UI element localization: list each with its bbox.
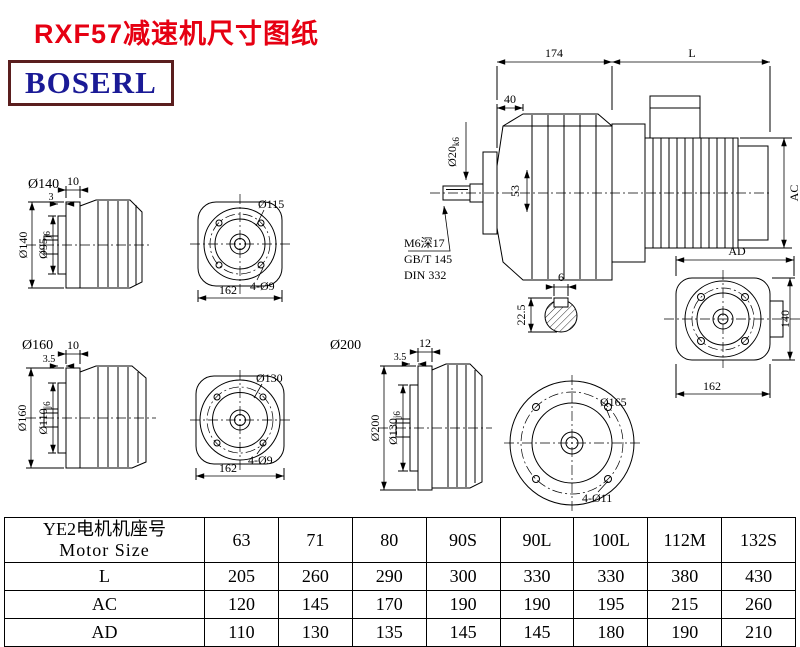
spigot-dia-label: Ø110j6 [36, 401, 52, 435]
fan-cover [737, 145, 769, 241]
flange-200-title: Ø200 [330, 338, 361, 353]
main-assembly-view: 174 L 40 Ø20k6 53 [404, 46, 800, 398]
size-col: 100L [573, 517, 649, 563]
cell: 145 [425, 618, 501, 647]
size-col: 63 [204, 517, 279, 563]
width-162-label: 162 [219, 283, 237, 297]
cell: 210 [721, 618, 796, 647]
cell: 190 [499, 590, 575, 619]
size-col: 71 [277, 517, 353, 563]
cell: 130 [277, 618, 353, 647]
shaft-dia-label: Ø20k6 [445, 137, 461, 167]
tap-spec-label: M6深17 [404, 236, 445, 250]
table-row-AD: AD 110 130 135 145 145 180 190 210 [4, 618, 796, 647]
cell: 195 [573, 590, 649, 619]
flange-od-label: Ø160 [15, 405, 29, 432]
cell: 330 [499, 562, 575, 591]
cell: 145 [499, 618, 575, 647]
cell: 260 [277, 562, 353, 591]
motor-size-cn: YE2电机机座号 [43, 519, 166, 539]
dim-40-label: 40 [504, 92, 516, 106]
dim-3_5-label: 3.5 [394, 352, 407, 363]
dim-AD-label: AD [728, 244, 746, 258]
flange-140-title: Ø140 [28, 177, 59, 192]
row-label: L [4, 562, 205, 591]
flange-od-label: Ø140 [16, 232, 30, 259]
dim-12-label: 12 [419, 336, 431, 350]
table-row-L: L 205 260 290 300 330 330 380 430 [4, 562, 796, 591]
cell: 215 [647, 590, 723, 619]
brand-logo: BOSERL [8, 60, 174, 106]
dim-10-label: 10 [67, 174, 79, 188]
flange-200-group: Ø200 Ø200 Ø130j6 12 3.5 [330, 336, 640, 511]
flange-140-group: Ø140 Ø140 Ø95j6 10 3 [16, 174, 290, 302]
cell: 170 [351, 590, 427, 619]
motor-size-table: YE2电机机座号 Motor Size 63 71 80 90S 90L 100… [4, 517, 796, 647]
dim-10-label: 10 [67, 338, 79, 352]
dim-53-label: 53 [508, 185, 522, 197]
cell: 380 [647, 562, 723, 591]
key-section-detail: 6 22.5 [514, 270, 578, 333]
size-col: 90S [425, 517, 501, 563]
size-col: 80 [351, 517, 427, 563]
page-title: RXF57减速机尺寸图纸 [34, 19, 320, 49]
cell: 300 [425, 562, 501, 591]
size-col: 90L [499, 517, 575, 563]
cell: 145 [277, 590, 353, 619]
terminal-box [649, 95, 701, 139]
cell: 180 [573, 618, 649, 647]
output-flange-view: AD 140 162 [664, 244, 800, 398]
motor-size-en: Motor Size [59, 540, 150, 560]
cell: 190 [647, 618, 723, 647]
flange-side-stub [769, 300, 784, 338]
din-standard-label: DIN 332 [404, 268, 446, 282]
row-label: AC [4, 590, 205, 619]
dim-AC-label: AC [787, 185, 800, 202]
cell: 330 [573, 562, 649, 591]
bolt-circle-label: Ø130 [256, 371, 283, 385]
flange-width-label: 162 [703, 379, 721, 393]
spigot-dia-label: Ø130j6 [386, 411, 402, 445]
size-col: 132S [721, 517, 796, 563]
holes-label: 4-Ø11 [582, 491, 612, 505]
cell: 290 [351, 562, 427, 591]
width-162-label: 162 [219, 461, 237, 475]
holes-label: 4-Ø9 [248, 453, 273, 467]
cell: 205 [204, 562, 279, 591]
key-height-label: 22.5 [514, 305, 528, 326]
dim-L-label: L [688, 46, 695, 60]
cell: 110 [204, 618, 279, 647]
dim-3_5-label: 3.5 [43, 354, 56, 365]
cell: 120 [204, 590, 279, 619]
motor-size-header-cell: YE2电机机座号 Motor Size [4, 517, 205, 563]
flange-160-group: Ø160 Ø160 Ø110j6 10 3.5 [15, 338, 290, 480]
housing-profile [79, 199, 143, 289]
table-row-AC: AC 120 145 170 190 190 195 215 260 [4, 590, 796, 619]
size-col: 112M [647, 517, 723, 563]
row-label: AD [4, 618, 205, 647]
gb-standard-label: GB/T 145 [404, 252, 452, 266]
table-header-row: YE2电机机座号 Motor Size 63 71 80 90S 90L 100… [4, 517, 796, 563]
cell: 190 [425, 590, 501, 619]
holes-label: 4-Ø9 [250, 279, 275, 293]
dim-3-label: 3 [49, 192, 54, 203]
cell: 260 [721, 590, 796, 619]
motor [611, 95, 769, 263]
bolt-circle-label: Ø115 [258, 197, 284, 211]
flange-od-label: Ø200 [368, 415, 382, 442]
technical-drawing: 174 L 40 Ø20k6 53 [15, 46, 800, 511]
cell: 135 [351, 618, 427, 647]
flange-160-title: Ø160 [22, 338, 53, 353]
dim-174-label: 174 [545, 46, 563, 60]
cell: 430 [721, 562, 796, 591]
spigot-dia-label: Ø95j6 [36, 231, 52, 259]
bolt-circle-label: Ø165 [600, 395, 627, 409]
key-width-label: 6 [558, 270, 564, 284]
flange-height-label: 140 [778, 310, 792, 328]
